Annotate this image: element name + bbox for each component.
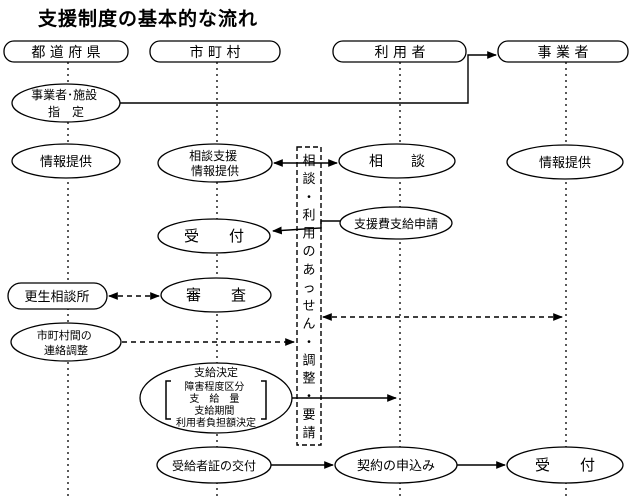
contract-label: 契約の申込み <box>357 459 435 474</box>
info-prefecture-label: 情報提供 <box>40 154 92 170</box>
mediation-char: ・ <box>302 390 315 405</box>
mediation-char: 要 <box>302 408 315 423</box>
node-consult-support <box>157 143 273 183</box>
mediation-char: 請 <box>302 426 315 441</box>
column-label-municipality: 市 町 村 <box>190 44 241 61</box>
consult-support-line-1: 相談支援 <box>189 148 237 163</box>
consult-label: 相 談 <box>369 154 425 170</box>
designation-line-2: 指 定 <box>48 104 84 119</box>
mediation-char: あ <box>302 263 315 278</box>
info-provider-label: 情報提供 <box>539 155 591 171</box>
mediation-char: 談 <box>302 171 315 187</box>
mediation-char: 用 <box>302 227 315 242</box>
svg-text:障害程度区分 支 給 量 支給期間: 障害程度区分 支 給 量 支給期間 利用者負担額決定 <box>176 380 256 429</box>
svg-text:市町村間の 連絡調整: 市町村間の 連絡調整 <box>37 328 96 357</box>
node-info-provider <box>506 144 624 180</box>
column-label-prefecture: 都 道 府 県 <box>31 45 100 61</box>
column-label-provider: 事 業 者 <box>538 45 589 61</box>
rehab-center-label: 更生相談所 <box>24 289 89 305</box>
column-label-user: 利 用 者 <box>375 45 426 61</box>
column-header-prefecture <box>3 40 129 63</box>
mediation-char: ・ <box>302 335 315 350</box>
mediation-char: せ <box>302 299 315 314</box>
decision-item-1: 障害程度区分 <box>184 380 244 393</box>
application-label: 支援費支給申請 <box>354 216 438 231</box>
review-label: 審 査 <box>186 286 246 304</box>
arrow-designation-to-provider <box>120 51 497 104</box>
certificate-label: 受給者証の交付 <box>172 458 256 473</box>
decision-title: 支給決定 <box>194 365 238 379</box>
svg-text:相談支援 情報提供: 相談支援 情報提供 <box>189 148 241 178</box>
decision-bracket-right <box>261 380 267 420</box>
decision-item-3: 支給期間 <box>194 404 234 417</box>
coordination-line-2: 連絡調整 <box>44 343 88 357</box>
page-title: 支援制度の基本的な流れ <box>38 8 259 30</box>
decision-bracket-left <box>165 380 171 420</box>
provider-reception-label: 受 付 <box>535 456 595 474</box>
mediation-char: っ <box>302 281 315 296</box>
mediation-char: 調 <box>302 353 315 368</box>
node-consult <box>338 143 456 179</box>
reception-label: 受 付 <box>184 227 244 245</box>
node-provider-reception <box>506 446 624 484</box>
node-rehab-center <box>7 282 108 310</box>
node-info-prefecture <box>11 143 121 179</box>
mediation-char: 整 <box>302 372 315 387</box>
mediation-char: 相 <box>302 154 315 169</box>
consult-support-line-2: 情報提供 <box>191 163 239 178</box>
decision-item-4: 利用者負担額決定 <box>176 416 256 429</box>
node-application <box>339 206 453 240</box>
mediation-char: ・ <box>302 190 315 205</box>
mediation-char: の <box>302 245 315 260</box>
decision-item-2: 支 給 量 <box>189 392 239 405</box>
column-header-user <box>332 40 467 63</box>
mediation-box <box>296 146 322 446</box>
designation-line-1: 事業者･施設 <box>31 87 97 102</box>
coordination-line-1: 市町村間の <box>37 328 92 342</box>
svg-text:事業者･施設 指 定: 事業者･施設 指 定 <box>31 87 101 119</box>
mediation-char: ん <box>302 317 315 332</box>
column-header-municipality <box>149 40 281 63</box>
column-header-provider <box>497 40 629 63</box>
node-review <box>160 277 272 313</box>
node-coordination <box>10 322 122 362</box>
mediation-char: 利 <box>302 208 315 223</box>
arrow-application-to-reception <box>272 220 340 235</box>
node-reception <box>157 218 271 254</box>
